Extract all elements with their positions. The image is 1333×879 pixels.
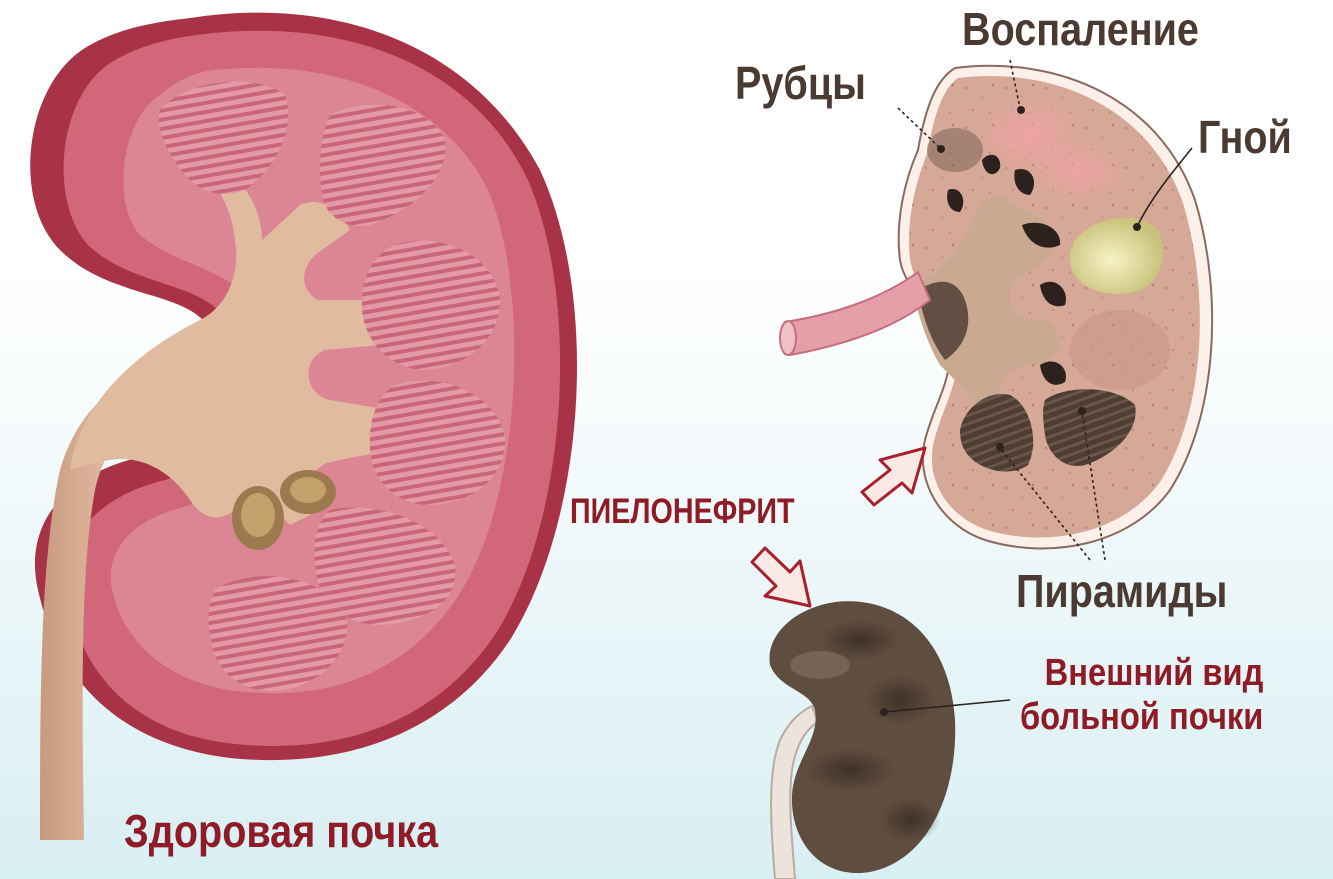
leader-dot [937, 145, 945, 153]
label-pyelonephritis: ПИЕЛОНЕФРИТ [570, 494, 795, 529]
leader-dot [1017, 106, 1025, 114]
label-scars: Рубцы [735, 60, 866, 106]
label-healthy-kidney: Здоровая почка [124, 808, 438, 854]
diseased-kidney-section [780, 66, 1212, 549]
healthy-kidney [30, 13, 577, 840]
label-inflammation: Воспаление [962, 6, 1199, 52]
diseased-blotch [865, 675, 935, 725]
inflammation-zone [1070, 310, 1170, 390]
section-ureter [785, 272, 930, 355]
diseased-blotch [805, 748, 895, 792]
label-diseased-line2: больной почки [1020, 696, 1263, 740]
calyx [241, 493, 275, 537]
leader-dot [996, 443, 1004, 451]
diseased-kidney-exterior [769, 601, 955, 879]
label-diseased-kidney: Внешний вид больной почки [1020, 652, 1263, 739]
scar-zone [927, 128, 983, 172]
leader-dot [1078, 407, 1086, 415]
arrow-down-right [752, 548, 810, 606]
inflammation-zone [1032, 140, 1128, 204]
label-pus: Гной [1198, 114, 1292, 160]
diseased-highlight [790, 651, 850, 679]
calyx [290, 477, 326, 503]
label-pyramids: Пирамиды [1016, 568, 1227, 614]
section-ureter-end [780, 321, 796, 355]
arrow-up-right [862, 448, 925, 505]
label-diseased-line1: Внешний вид [1020, 652, 1263, 696]
leader-dot [1133, 223, 1141, 231]
diseased-blotch [880, 798, 940, 842]
leader-dot [880, 708, 888, 716]
